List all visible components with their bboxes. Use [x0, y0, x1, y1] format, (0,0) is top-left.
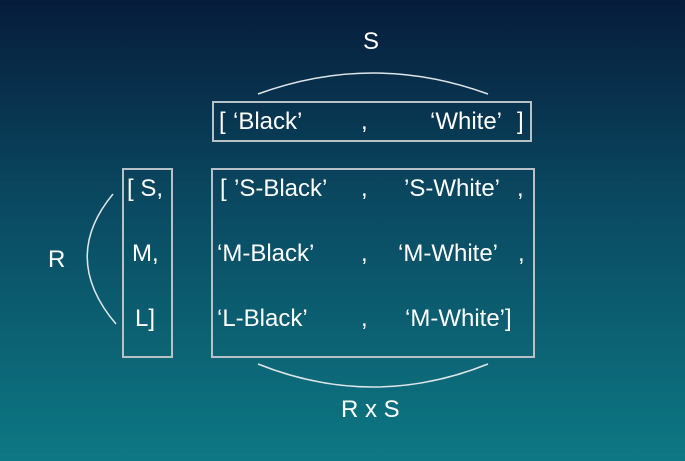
- s-close-bracket: ]: [517, 108, 524, 135]
- s-label: S: [363, 28, 380, 55]
- product-item-m-white: ‘M-White’: [398, 240, 498, 267]
- product-set-box: [211, 168, 535, 358]
- product-comma: ,: [517, 175, 524, 202]
- product-arc: [257, 363, 489, 388]
- product-item-m-white-close: ‘M-White’]: [405, 305, 512, 332]
- product-item-s-white: ’S-White’: [404, 175, 501, 202]
- s-comma: ,: [361, 108, 368, 135]
- product-comma: ,: [518, 240, 525, 267]
- r-arc: [86, 193, 117, 325]
- s-set-box: [212, 101, 532, 142]
- product-comma: ,: [361, 240, 368, 267]
- r-item-m: M,: [132, 240, 159, 267]
- product-comma: ,: [361, 305, 368, 332]
- product-open-bracket: [: [220, 175, 227, 202]
- s-item-white: ‘White’: [430, 108, 503, 135]
- product-item-l-black: ‘L-Black’: [217, 305, 308, 332]
- r-set-box: [122, 168, 173, 358]
- r-item-s: [ S,: [127, 175, 164, 202]
- product-label: R x S: [341, 396, 400, 423]
- s-item-black: ‘Black’: [233, 108, 303, 135]
- r-label: R: [48, 246, 66, 273]
- r-item-l: L]: [135, 305, 156, 332]
- s-arc: [257, 72, 489, 95]
- product-comma: ,: [361, 175, 368, 202]
- product-item-m-black: ‘M-Black’: [217, 240, 315, 267]
- product-item-s-black: ’S-Black’: [234, 175, 328, 202]
- s-open-bracket: [: [219, 108, 226, 135]
